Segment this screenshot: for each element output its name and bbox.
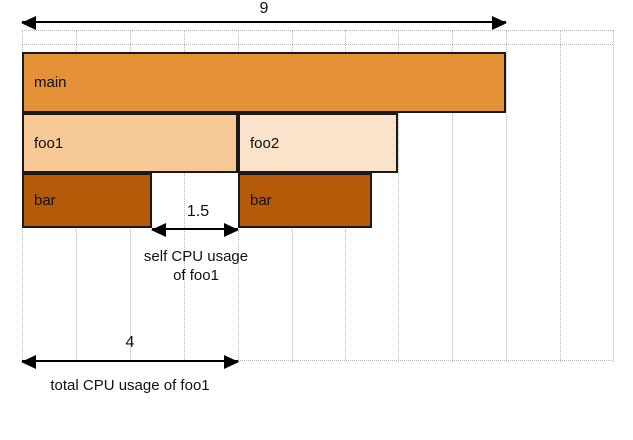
flame-frame-label: bar (250, 192, 272, 209)
arrow-right-icon (492, 16, 507, 30)
measure-value-self-cpu-foo1: 1.5 (186, 203, 210, 220)
gridline-vertical-9 (506, 30, 507, 362)
arrow-left-icon (21, 16, 36, 30)
gridline-horizontal-2 (238, 360, 613, 361)
flame-frame-label: foo1 (34, 134, 64, 152)
measure-value-total-width: 9 (259, 0, 269, 17)
measure-caption-total-cpu-foo1: total CPU usage of foo1 (50, 377, 210, 394)
arrow-left-icon (151, 223, 166, 237)
arrow-right-icon (224, 355, 239, 369)
measure-arrow-total-width (21, 16, 507, 30)
flame-frame-foo2[interactable]: foo2 (238, 113, 398, 173)
arrow-right-icon (224, 223, 239, 237)
flame-frame-label: main (34, 74, 67, 91)
flame-frame-foo1[interactable]: foo1 (22, 113, 238, 173)
flame-frame-label: foo2 (250, 134, 280, 152)
gridline-vertical-11 (613, 30, 614, 362)
flame-frame-label: bar (34, 192, 56, 209)
measure-value-total-cpu-foo1: 4 (125, 334, 135, 351)
measure-caption-self-cpu-foo1: self CPU usage of foo1 (143, 248, 249, 284)
arrow-left-icon (21, 355, 36, 369)
flame-frame-bar-under-foo1[interactable]: bar (22, 173, 152, 228)
flame-frame-main[interactable]: main (22, 52, 506, 113)
gridline-horizontal-1 (22, 44, 613, 45)
flame-frame-bar-under-foo2[interactable]: bar (238, 173, 372, 228)
measure-arrow-total-cpu-foo1 (21, 355, 239, 369)
measure-arrow-self-cpu-foo1 (151, 223, 239, 237)
gridline-horizontal-0 (22, 30, 613, 31)
gridline-vertical-10 (560, 30, 561, 362)
